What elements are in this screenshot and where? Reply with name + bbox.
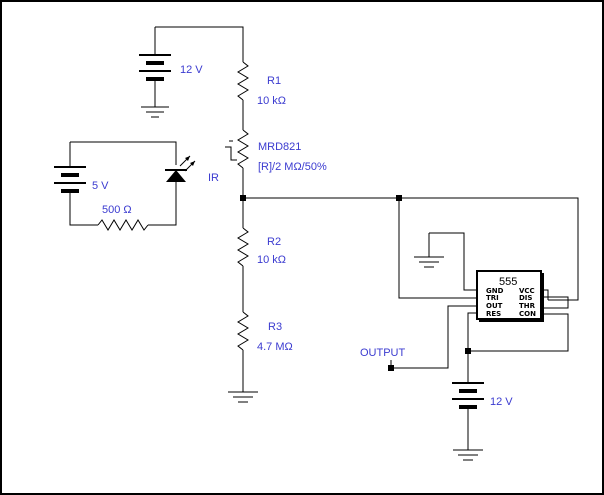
pin-dis: DIS [519, 294, 532, 302]
resistor-r2 [237, 198, 249, 312]
photoresistor [225, 129, 249, 200]
battery-led-label: 5 V [92, 180, 109, 192]
supply-junction-dot [465, 348, 471, 354]
r2-name: R2 [267, 236, 281, 248]
r1-value: 10 kΩ [257, 95, 286, 107]
pin-vcc: VCC [519, 287, 535, 295]
r3-value: 4.7 MΩ [257, 341, 293, 353]
ir-label: IR [208, 172, 219, 184]
r1-name: R1 [267, 75, 281, 87]
photoresistor-value: [R]/2 MΩ/50% [258, 161, 327, 173]
r2-value: 10 kΩ [257, 254, 286, 266]
battery-bottom [452, 382, 484, 461]
resistor-r1 [237, 61, 249, 130]
pin-res: RES [486, 310, 501, 318]
led-resistor [97, 219, 149, 231]
resistor-r3 [228, 311, 258, 403]
output-label: OUTPUT [360, 347, 406, 359]
battery-bottom-label: 12 V [490, 396, 513, 408]
led-circuit [54, 141, 196, 226]
chip-ground [414, 232, 477, 291]
battery-top [139, 26, 244, 118]
pin-con: CON [519, 310, 536, 318]
pin-thr: THR [519, 302, 536, 310]
chip-left-wiring [388, 305, 477, 383]
timer-chip-title: 555 [499, 276, 517, 288]
photoresistor-name: MRD821 [258, 141, 301, 153]
pin-gnd: GND [486, 287, 504, 295]
battery-top-label: 12 V [180, 64, 203, 76]
pin-out: OUT [486, 302, 503, 310]
r3-name: R3 [268, 321, 282, 333]
pin-tri: TRI [486, 294, 499, 302]
led-resistor-value: 500 Ω [102, 204, 132, 216]
chip-right-wiring [468, 289, 569, 352]
